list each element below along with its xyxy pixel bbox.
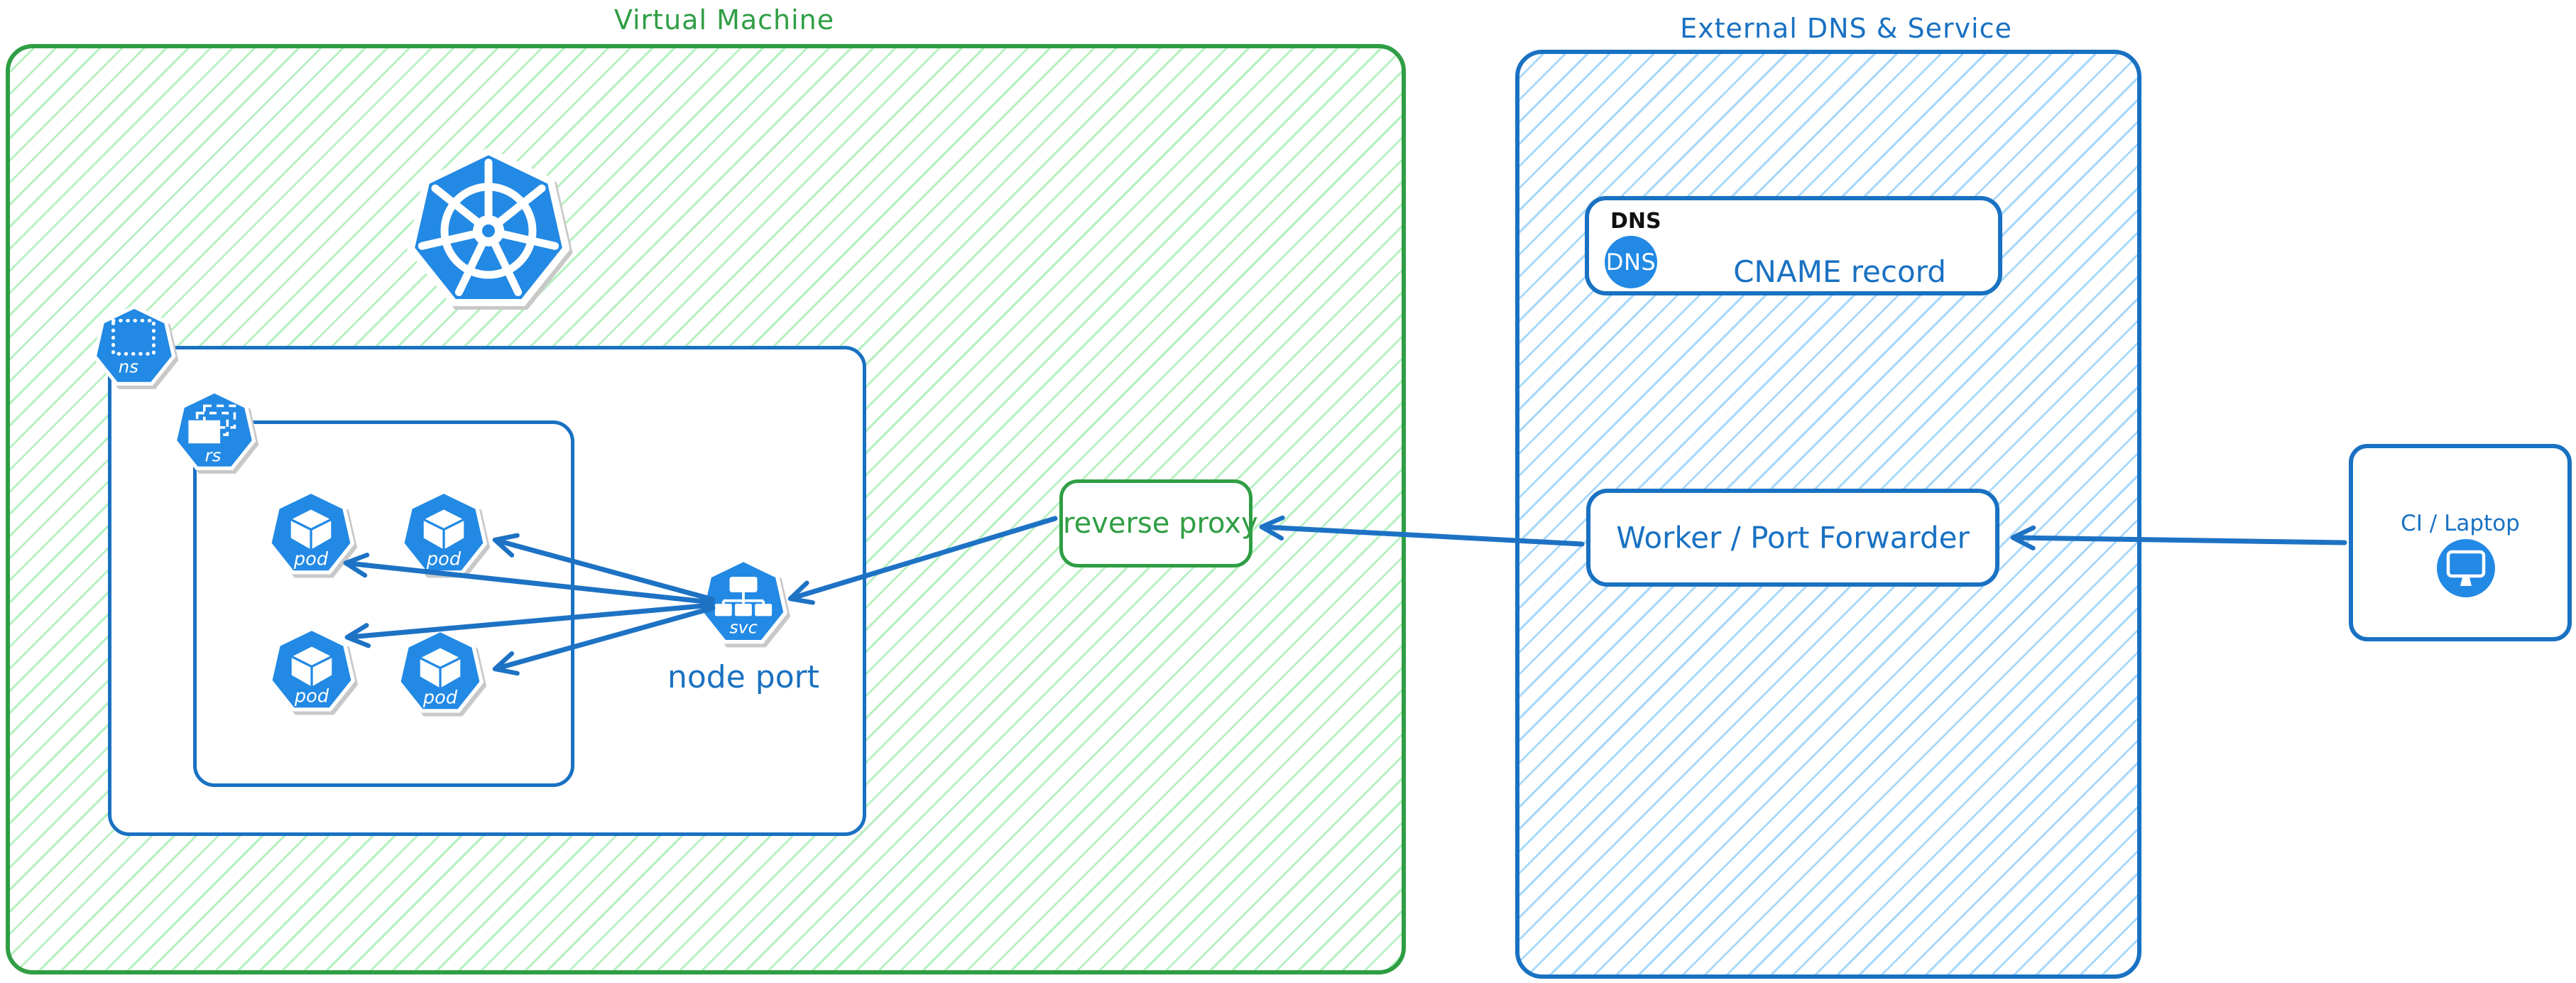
service-icon: svc	[697, 557, 790, 649]
dns-card: DNS DNS CNAME record	[1585, 196, 2002, 295]
pod-icon-label: pod	[293, 549, 329, 570]
namespace-icon-label: ns	[119, 357, 138, 377]
node-port-label: node port	[667, 659, 819, 695]
pod-icon-label: pod	[426, 549, 462, 570]
replicaset-box	[193, 420, 574, 787]
pod-icon-1: pod	[266, 489, 356, 580]
replicaset-icon: rs	[171, 389, 258, 475]
dns-badge-label: DNS	[1605, 249, 1657, 276]
ci-laptop-label: CI / Laptop	[2401, 511, 2520, 536]
replicaset-icon-label: rs	[205, 445, 222, 466]
pod-icon-label: pod	[422, 688, 458, 709]
ci-laptop-box: CI / Laptop	[2349, 444, 2572, 641]
virtual-machine-title: Virtual Machine	[613, 4, 835, 36]
pod-icon-label: pod	[294, 686, 329, 707]
monitor-icon	[2437, 539, 2495, 597]
pod-icon-2: pod	[398, 489, 489, 580]
worker-label: Worker / Port Forwarder	[1616, 520, 1970, 555]
reverse-proxy-box: reverse proxy	[1059, 479, 1258, 567]
cname-record-label: CNAME record	[1733, 254, 1946, 289]
pod-icon-3: pod	[266, 626, 357, 717]
pod-icon-4: pod	[395, 627, 486, 718]
reverse-proxy-label: reverse proxy	[1063, 507, 1258, 540]
kubernetes-logo-icon	[403, 146, 574, 316]
dns-tag: DNS	[1610, 209, 1661, 234]
namespace-icon: ns	[91, 304, 178, 391]
service-icon-label: svc	[729, 617, 758, 637]
worker-box: Worker / Port Forwarder	[1586, 489, 1999, 587]
dns-badge-icon: DNS	[1605, 236, 1657, 288]
external-dns-title: External DNS & Service	[1680, 13, 2012, 44]
